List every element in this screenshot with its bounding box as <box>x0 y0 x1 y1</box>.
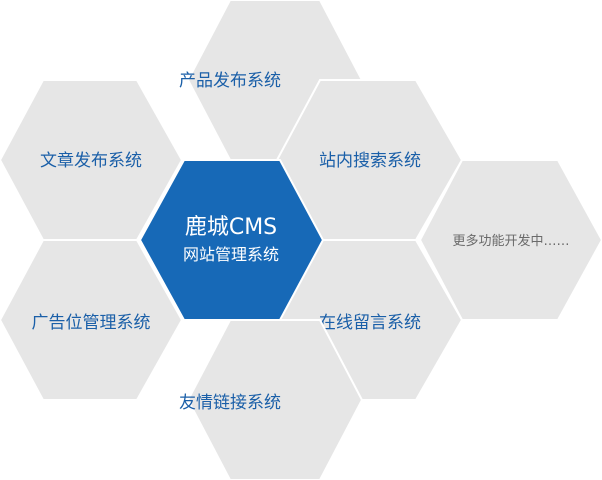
hex-label-ads: 广告位管理系统 <box>32 313 151 333</box>
center-subtitle: 网站管理系统 <box>183 245 279 264</box>
hex-cell-links[interactable]: 友情链接系统 <box>179 319 364 480</box>
hex-shape-ads <box>0 239 184 401</box>
hex-label-upcoming: 更多功能开发中…… <box>452 233 569 249</box>
hex-cell-ads[interactable]: 广告位管理系统 <box>0 239 184 401</box>
hex-label-search: 站内搜索系统 <box>319 151 421 171</box>
hex-shape-upcoming <box>418 159 602 321</box>
hex-cell-upcoming[interactable]: 更多功能开发中…… <box>418 159 602 321</box>
hex-label-links: 友情链接系统 <box>179 393 281 413</box>
hex-cell-center[interactable]: 鹿城CMS 网站管理系统 <box>138 159 325 321</box>
hex-label-message: 在线留言系统 <box>319 313 421 333</box>
hex-label-product: 产品发布系统 <box>179 71 281 91</box>
hex-label-article: 文章发布系统 <box>40 151 142 171</box>
hex-shape-links <box>186 319 364 480</box>
center-title: 鹿城CMS <box>185 215 277 240</box>
hex-shape-center <box>138 159 325 321</box>
